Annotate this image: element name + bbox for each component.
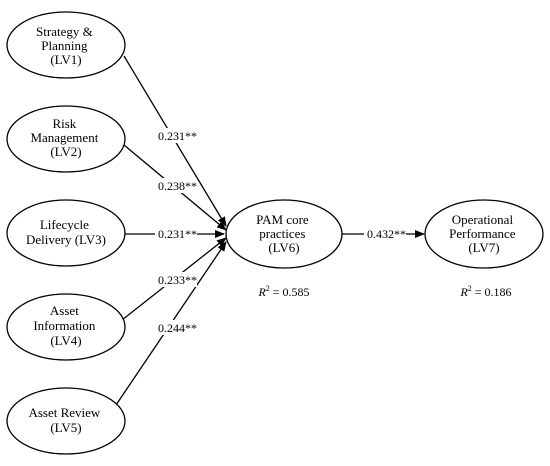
node-lv5-line-2: (LV5): [50, 420, 81, 435]
node-lv1-line-1: Strategy &: [36, 24, 93, 39]
r-squared-lv6: R2 = 0.585: [257, 284, 309, 299]
node-lv7: Operational Performance (LV7): [424, 199, 544, 269]
r-squared-lv7-exponent: 2: [468, 284, 472, 293]
coef-lv2-lv6: 0.238**: [158, 179, 197, 193]
node-lv1-line-3: (LV1): [50, 52, 81, 67]
node-lv5-label: Asset Review (LV5): [28, 405, 103, 435]
r-squared-lv6-value: = 0.585: [270, 285, 310, 299]
node-lv4-ellipse: [6, 293, 126, 361]
node-lv5-ellipse: [6, 387, 126, 455]
node-lv1: Strategy & Planning (LV1): [6, 11, 126, 79]
coef-lv3-lv6: 0.231**: [158, 227, 197, 241]
node-lv3: Lifecycle Delivery (LV3): [6, 199, 126, 267]
node-lv2-ellipse: [6, 105, 126, 173]
node-lv7-line-2: Performance: [449, 226, 516, 241]
node-lv4-line-3: (LV4): [50, 333, 81, 348]
node-lv1-label: Strategy & Planning (LV1): [36, 24, 96, 67]
node-lv6: PAM core practices (LV6): [225, 199, 343, 269]
r-squared-lv7: R2 = 0.186: [459, 284, 511, 299]
node-lv3-line-1: Lifecycle: [40, 217, 89, 232]
node-lv6-label: PAM core practices (LV6): [256, 212, 312, 255]
coef-lv1-lv6: 0.231**: [158, 129, 197, 143]
node-lv3-line-2: Delivery (LV3): [26, 232, 106, 247]
node-lv3-label: Lifecycle Delivery (LV3): [26, 217, 106, 247]
r-squared-lv6-symbol: R: [257, 285, 266, 299]
node-lv5-line-1: Asset Review: [28, 405, 100, 420]
node-lv7-ellipse: [424, 199, 544, 269]
r-squared-lv7-symbol: R: [459, 285, 468, 299]
node-lv2-line-2: Management: [30, 130, 98, 145]
coef-lv5-lv6: 0.244**: [158, 321, 197, 335]
node-lv6-line-3: (LV6): [268, 240, 299, 255]
node-lv4-line-2: Information: [33, 318, 96, 333]
node-lv3-ellipse: [6, 199, 126, 267]
node-lv7-line-1: Operational: [452, 212, 514, 227]
node-lv6-ellipse: [225, 199, 343, 269]
coef-lv4-lv6: 0.233**: [158, 273, 197, 287]
coef-labels: 0.231** 0.238** 0.231** 0.233** 0.244** …: [155, 128, 406, 335]
r-squared-lv6-exponent: 2: [266, 284, 270, 293]
node-lv6-line-1: PAM core: [256, 212, 309, 227]
coef-lv6-lv7: 0.432**: [367, 227, 406, 241]
node-lv1-ellipse: [6, 11, 126, 79]
node-lv6-line-2: practices: [259, 226, 305, 241]
node-lv4-line-1: Asset: [50, 303, 79, 318]
node-lv2-line-3: (LV2): [50, 144, 81, 159]
node-lv2-label: Risk Management (LV2): [30, 116, 101, 159]
node-lv4: Asset Information (LV4): [6, 293, 126, 361]
node-lv2: Risk Management (LV2): [6, 105, 126, 173]
node-lv7-label: Operational Performance (LV7): [449, 212, 519, 255]
node-lv1-line-2: Planning: [41, 38, 88, 53]
node-lv2-line-1: Risk: [52, 116, 76, 131]
node-lv5: Asset Review (LV5): [6, 387, 126, 455]
r-squared-lv7-value: = 0.186: [472, 285, 512, 299]
node-lv4-label: Asset Information (LV4): [33, 303, 98, 348]
node-lv7-line-3: (LV7): [468, 240, 499, 255]
